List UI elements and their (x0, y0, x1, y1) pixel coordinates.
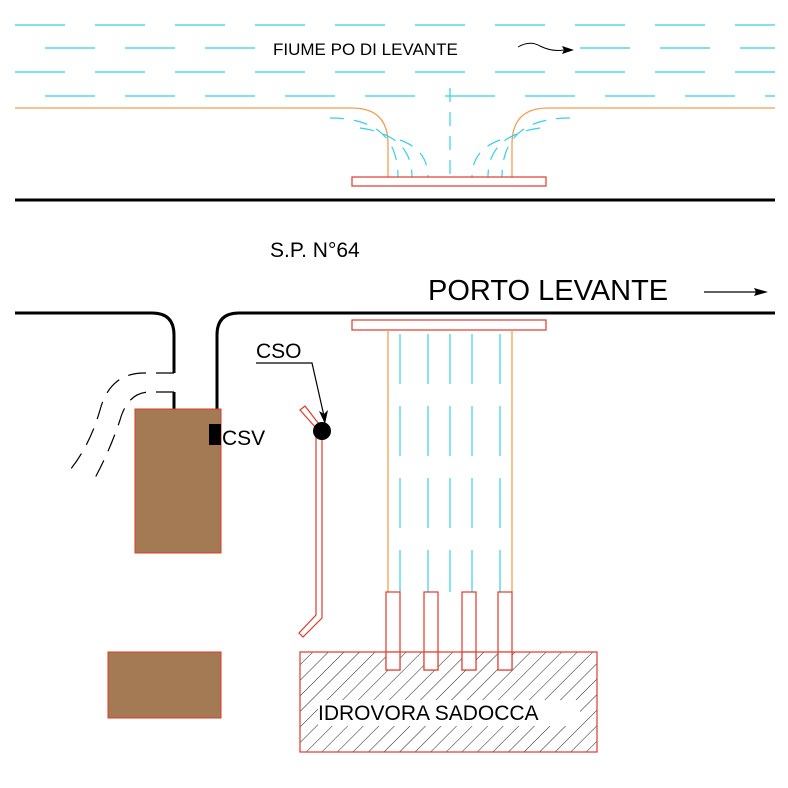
destination-arrowhead (754, 288, 768, 296)
river-label-leader (517, 42, 565, 51)
csv-marker (209, 424, 221, 445)
destination-label: PORTO LEVANTE (428, 275, 668, 307)
river-water-lines (15, 24, 775, 97)
pump-station-label: IDROVORA SADOCCA (318, 702, 539, 725)
river-label-arrowhead (562, 46, 574, 54)
inflow-water-lines (329, 88, 571, 178)
pump-station-label-bg (318, 700, 580, 726)
pump-intake-channels-overlay (385, 651, 513, 671)
building-main (134, 408, 222, 554)
pump-intake-channels (385, 591, 513, 671)
road-edge-south (15, 311, 775, 409)
cso-marker (313, 422, 331, 440)
road-label: S.P. N°64 (270, 239, 360, 262)
driveway-dashed-curves (69, 372, 174, 479)
cso-leader (256, 362, 325, 417)
river-label: FIUME PO DI LEVANTE (273, 40, 458, 59)
drainage-ditch (298, 405, 323, 638)
cso-leader-arrowhead (319, 410, 328, 424)
canal-inlet-structure (351, 319, 547, 331)
building-small (107, 651, 222, 719)
cso-label: CSO (256, 340, 302, 363)
river-bank (15, 107, 775, 177)
river-outlet-structure (351, 176, 547, 187)
csv-label: CSV (222, 427, 265, 450)
canal-water-lines (399, 334, 501, 592)
